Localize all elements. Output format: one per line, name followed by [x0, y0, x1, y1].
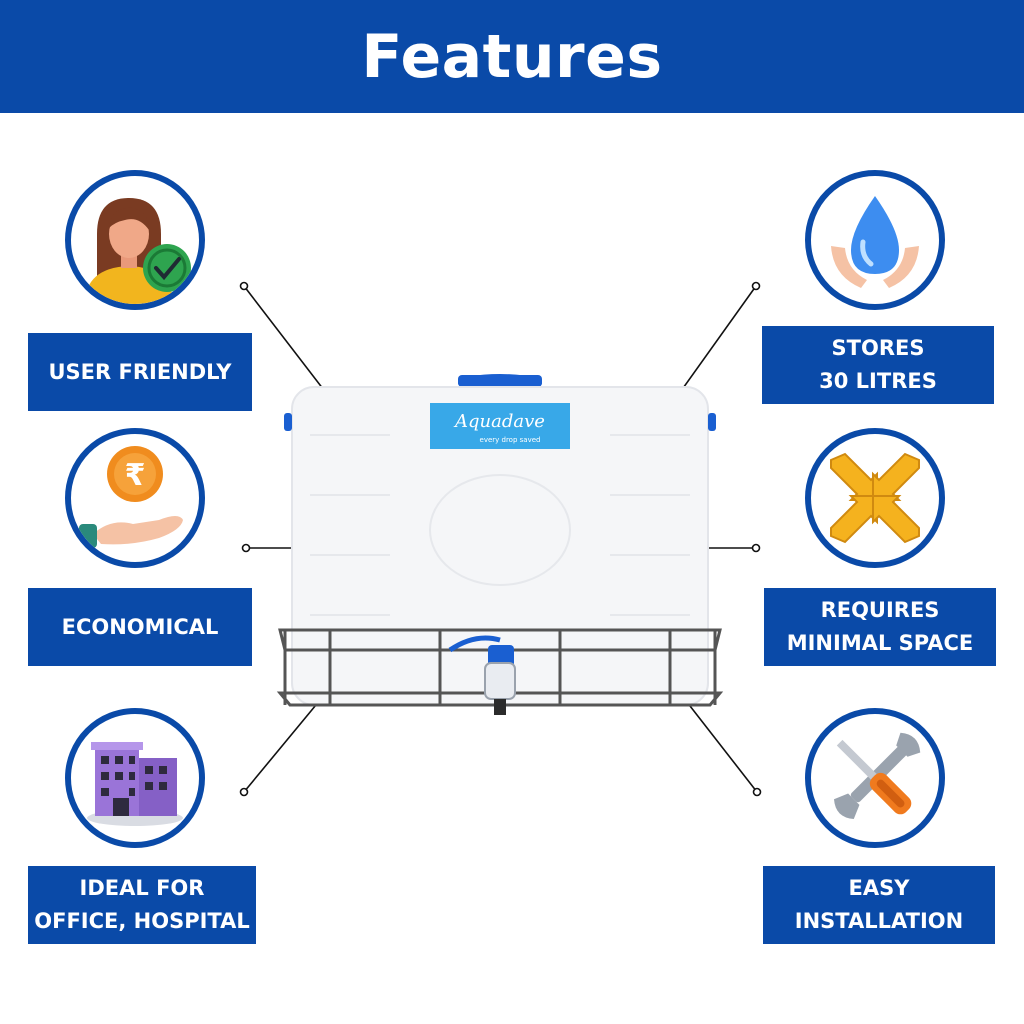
- feature-circle-easy-installation: [805, 708, 945, 848]
- feature-label-economical: ECONOMICAL: [28, 588, 252, 666]
- svg-text:₹: ₹: [125, 458, 146, 493]
- feature-label-line: ECONOMICAL: [61, 614, 219, 639]
- rupee-coin-hand-icon: ₹: [79, 446, 183, 548]
- feature-label-line: MINIMAL SPACE: [786, 631, 974, 655]
- feature-circle-user-friendly: [65, 170, 205, 310]
- feature-label-easy-installation: EASY INSTALLATION: [763, 866, 995, 944]
- feature-label-line: OFFICE, HOSPITAL: [34, 909, 250, 933]
- brand-logo-tagline: every drop saved: [480, 436, 541, 444]
- feature-label-line: REQUIRES: [820, 598, 940, 622]
- feature-label-stores: STORES 30 LITRES: [762, 326, 994, 404]
- feature-label-line: 30 LITRES: [819, 369, 937, 393]
- feature-label-line: IDEAL FOR: [79, 876, 205, 900]
- header-banner: Features: [0, 0, 1024, 113]
- compress-arrows-icon: [830, 452, 920, 544]
- feature-label-minimal-space: REQUIRES MINIMAL SPACE: [764, 588, 996, 666]
- water-tank-image: Aquadave every drop saved: [276, 374, 724, 715]
- brand-logo-text: Aquadave: [453, 411, 545, 432]
- wrench-screwdriver-icon: [833, 732, 921, 820]
- page-title: Features: [361, 21, 663, 92]
- feature-label-line: INSTALLATION: [794, 909, 964, 933]
- user-check-icon: [85, 198, 191, 304]
- feature-label-line: EASY: [848, 876, 910, 900]
- building-icon: [87, 742, 183, 826]
- feature-circle-ideal-for: [65, 708, 205, 848]
- feature-label-user-friendly: USER FRIENDLY: [28, 333, 252, 411]
- feature-label-ideal-for: IDEAL FOR OFFICE, HOSPITAL: [28, 866, 256, 944]
- feature-circle-stores: [805, 170, 945, 310]
- feature-label-line: USER FRIENDLY: [48, 359, 232, 384]
- feature-circle-minimal-space: [805, 428, 945, 568]
- feature-label-line: STORES: [831, 336, 925, 360]
- water-drop-hands-icon: [831, 196, 919, 288]
- feature-circle-economical: ₹: [65, 428, 205, 568]
